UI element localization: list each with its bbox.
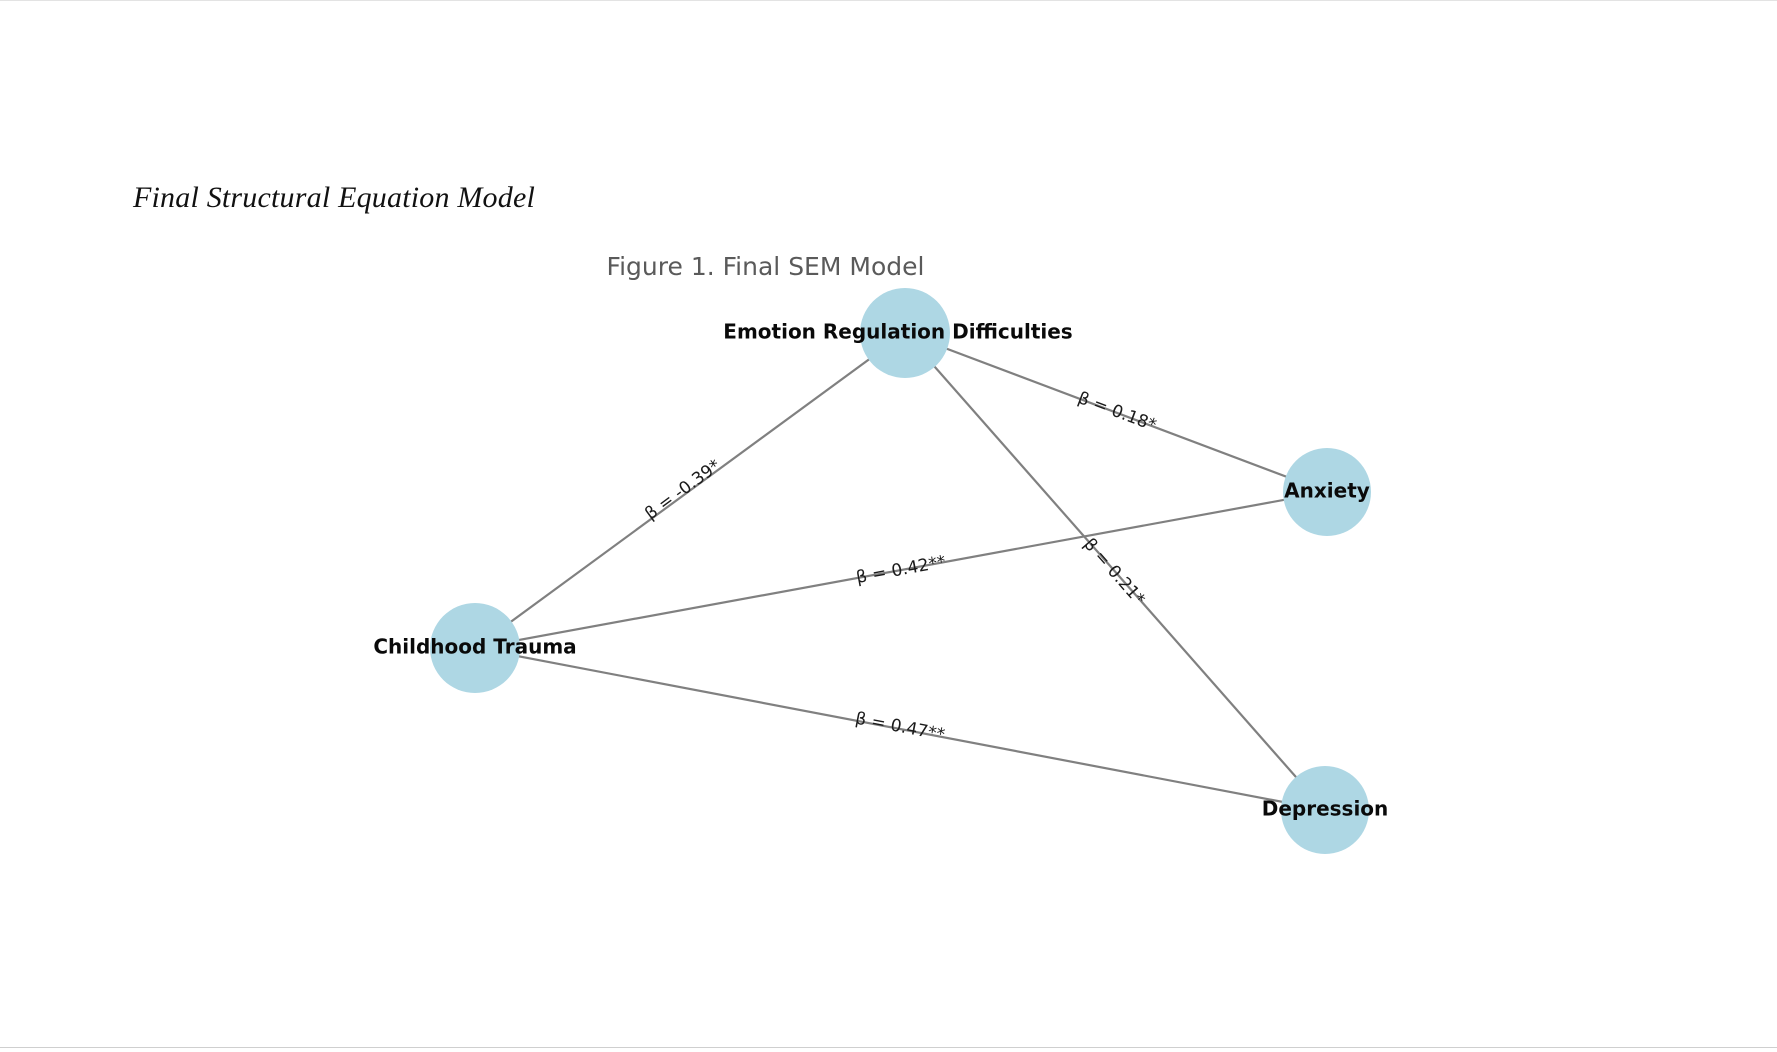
edge-erd-to-anxiety	[904, 331, 1328, 494]
node-label-depression: Depression	[1262, 797, 1389, 821]
page-top-divider	[0, 0, 1777, 1]
page-bottom-divider	[0, 1047, 1777, 1048]
node-group	[430, 288, 1371, 854]
node-anxiety[interactable]	[1283, 448, 1371, 536]
figure-caption: Figure 1. Final SEM Model	[606, 252, 925, 281]
edge-label-erd-to-depression: β = 0.21*	[1079, 535, 1148, 610]
edge-label-group: β = -0.39* β = 0.18* β = 0.42** β = 0.21…	[641, 388, 1159, 745]
node-label-group: Emotion Regulation Difficulties Anxiety …	[373, 320, 1388, 821]
node-childhood-trauma[interactable]	[430, 603, 520, 693]
edge-label-trauma-to-depression: β = 0.47**	[854, 709, 947, 746]
node-label-anxiety: Anxiety	[1284, 479, 1370, 503]
node-label-emotion-regulation-difficulties: Emotion Regulation Difficulties	[723, 320, 1072, 344]
edge-trauma-to-depression	[474, 646, 1326, 812]
edge-erd-to-depression	[904, 332, 1326, 811]
edge-label-trauma-to-erd: β = -0.39*	[641, 456, 724, 524]
edge-trauma-to-anxiety	[474, 490, 1328, 650]
node-depression[interactable]	[1281, 766, 1369, 854]
node-label-childhood-trauma: Childhood Trauma	[373, 635, 576, 659]
edge-label-erd-to-anxiety: β = 0.18*	[1075, 388, 1159, 436]
edge-label-trauma-to-anxiety: β = 0.42**	[855, 552, 948, 588]
node-emotion-regulation-difficulties[interactable]	[860, 288, 950, 378]
edge-trauma-to-erd	[474, 332, 906, 649]
edge-group	[474, 331, 1328, 812]
page-title: Final Structural Equation Model	[133, 181, 536, 214]
